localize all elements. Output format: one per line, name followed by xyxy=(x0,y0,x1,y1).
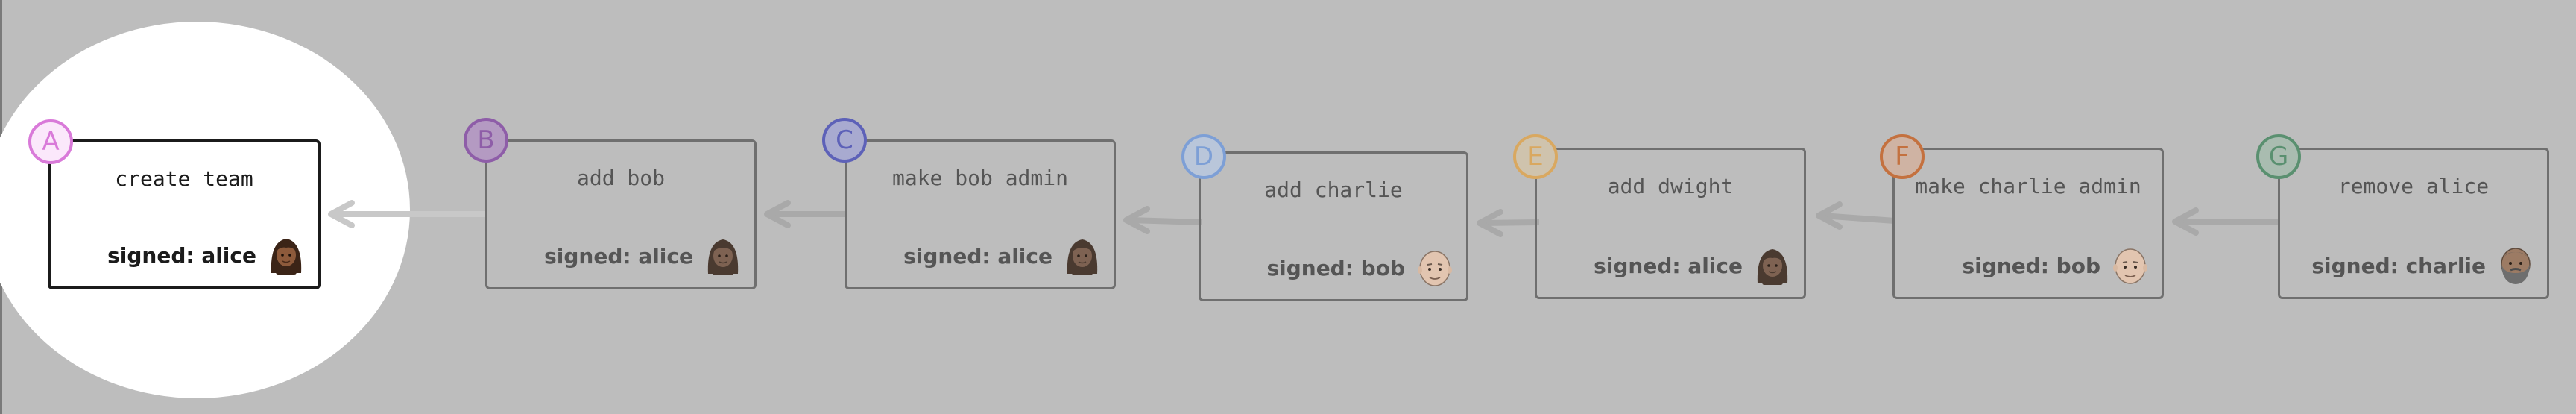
woman-dark-hair-icon xyxy=(1752,245,1793,286)
node-signer: signed: alice xyxy=(544,235,744,277)
node-badge-e: E xyxy=(1513,134,1558,179)
signer-label: signed: alice xyxy=(107,242,256,268)
signer-label: signed: alice xyxy=(544,243,693,269)
node-badge-c: C xyxy=(822,118,867,163)
woman-dark-hair-icon xyxy=(1061,235,1103,277)
node-title: add dwight xyxy=(1607,174,1734,198)
node-title: add bob xyxy=(576,166,665,190)
badge-letter: G xyxy=(2268,142,2289,172)
node-signer: signed: charlie xyxy=(2311,245,2536,286)
node-title: make bob admin xyxy=(891,166,1068,190)
node-card-b[interactable]: add bob signed: alice xyxy=(485,139,757,289)
node-badge-d: D xyxy=(1181,134,1226,179)
node-card-d[interactable]: add charlie signed: bob xyxy=(1199,151,1468,301)
bearded-man-icon xyxy=(2495,245,2536,286)
node-badge-g: G xyxy=(2256,134,2301,179)
badge-letter: A xyxy=(42,127,60,157)
edge-f-to-e-arrow xyxy=(1816,201,1895,230)
node-badge-f: F xyxy=(1880,134,1925,179)
woman-dark-hair-icon xyxy=(265,234,307,276)
signer-label: signed: alice xyxy=(1594,253,1743,278)
node-title: make charlie admin xyxy=(1915,174,2141,198)
woman-dark-hair-icon xyxy=(702,235,744,277)
badge-letter: F xyxy=(1895,142,1910,172)
badge-letter: D xyxy=(1193,142,1214,172)
node-signer: signed: alice xyxy=(107,234,307,276)
node-card-a[interactable]: create team signed: alice xyxy=(48,139,321,289)
edge-g-to-f-arrow xyxy=(2172,207,2278,236)
node-signer: signed: alice xyxy=(1594,245,1793,286)
badge-letter: B xyxy=(477,125,495,155)
signer-label: signed: alice xyxy=(903,243,1052,269)
edge-e-to-d-arrow xyxy=(1477,209,1539,237)
bald-man-icon xyxy=(1414,247,1456,289)
node-signer: signed: bob xyxy=(1266,247,1456,289)
node-title: add charlie xyxy=(1264,178,1403,202)
signer-label: signed: charlie xyxy=(2311,253,2486,278)
edge-c-to-b-arrow xyxy=(764,200,846,228)
node-badge-b: B xyxy=(464,118,508,163)
node-badge-a: A xyxy=(28,119,73,164)
node-card-f[interactable]: make charlie admin signed: bob xyxy=(1892,148,2164,299)
signer-label: signed: bob xyxy=(1962,253,2100,278)
node-signer: signed: alice xyxy=(903,235,1103,277)
badge-letter: E xyxy=(1527,142,1544,172)
node-card-g[interactable]: remove alice signed: charlie xyxy=(2278,148,2549,299)
edge-b-to-a-arrow xyxy=(328,200,487,228)
node-card-e[interactable]: add dwight signed: alice xyxy=(1535,148,1806,299)
bald-man-icon xyxy=(2109,245,2151,286)
node-signer: signed: bob xyxy=(1962,245,2151,286)
node-title: create team xyxy=(115,166,253,191)
node-title: remove alice xyxy=(2337,174,2490,198)
edge-d-to-c-arrow xyxy=(1123,206,1202,234)
badge-letter: C xyxy=(836,125,853,155)
signer-label: signed: bob xyxy=(1266,255,1405,280)
node-card-c[interactable]: make bob admin signed: alice xyxy=(845,139,1116,289)
